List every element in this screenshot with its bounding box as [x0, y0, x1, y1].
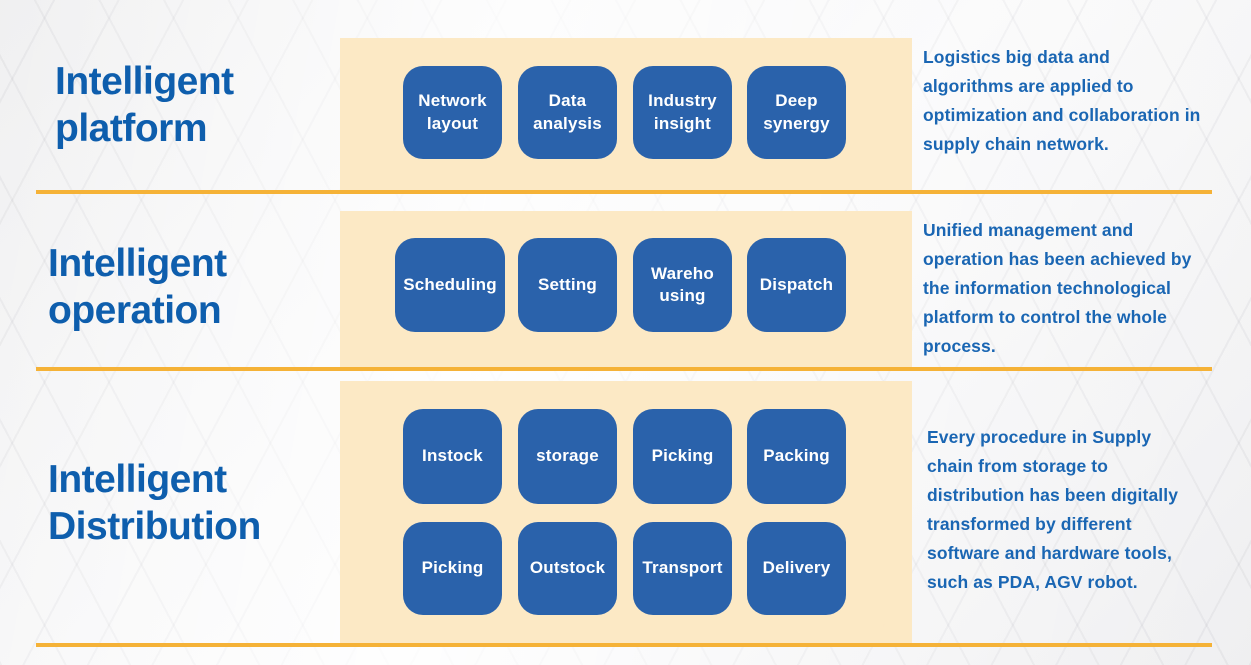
- row-description-operation: Unified management and operation has bee…: [923, 220, 1192, 356]
- divider-line-1: [36, 190, 1212, 194]
- box-network-layout: Network layout: [403, 66, 502, 159]
- box-deep-synergy: Deep synergy: [747, 66, 846, 159]
- box-data-analysis: Data analysis: [518, 66, 617, 159]
- box-instock: Instock: [403, 409, 502, 504]
- box-scheduling: Scheduling: [395, 238, 505, 332]
- box-dispatch: Dispatch: [747, 238, 846, 332]
- row-description-platform: Logistics big data and algorithms are ap…: [923, 47, 1201, 154]
- box-picking-2: Picking: [403, 522, 502, 615]
- box-picking-1: Picking: [633, 409, 732, 504]
- box-industry-insight: Industry insight: [633, 66, 732, 159]
- row-title-intelligent-operation: Intelligent operation: [48, 242, 227, 332]
- row-description-distribution: Every procedure in Supply chain from sto…: [927, 427, 1179, 592]
- box-packing: Packing: [747, 409, 846, 504]
- box-storage: storage: [518, 409, 617, 504]
- row-title-intelligent-platform: Intelligent platform: [55, 60, 234, 150]
- box-setting: Setting: [518, 238, 617, 332]
- box-warehousing: Wareho using: [633, 238, 732, 332]
- box-transport: Transport: [633, 522, 732, 615]
- box-delivery: Delivery: [747, 522, 846, 615]
- box-outstock: Outstock: [518, 522, 617, 615]
- divider-line-3: [36, 643, 1212, 647]
- divider-line-2: [36, 367, 1212, 371]
- row-title-intelligent-distribution: Intelligent Distribution: [48, 458, 261, 548]
